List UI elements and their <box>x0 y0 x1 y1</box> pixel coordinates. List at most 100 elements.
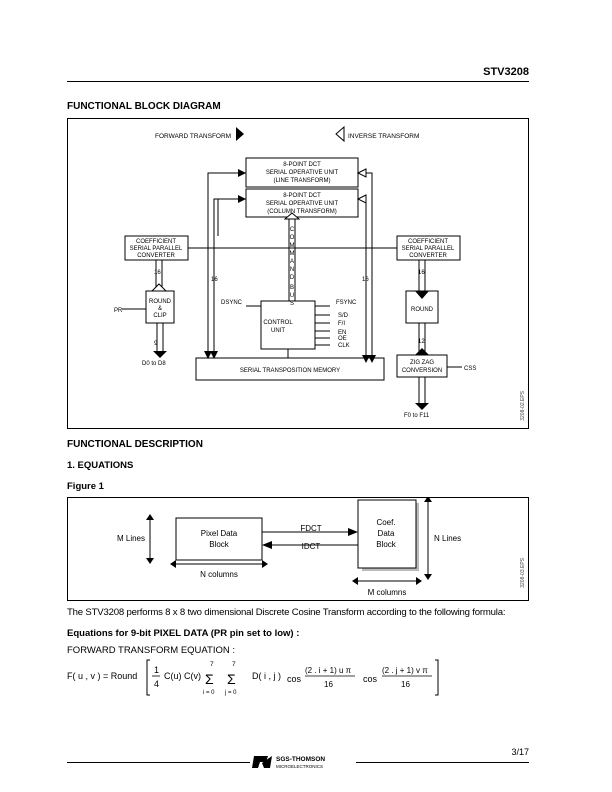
bus-width-label: 16 <box>418 270 425 276</box>
inverse-arrow-icon <box>335 125 345 143</box>
arrow-icon <box>415 348 429 355</box>
dsync-label: DSYNC <box>221 300 243 306</box>
part-number: STV3208 <box>483 66 529 78</box>
command-bus-letter: A <box>290 259 294 265</box>
coef-block-text: Block <box>376 540 397 549</box>
eq-sum-i: i = 0 <box>203 690 215 696</box>
forward-transform-label: FORWARD TRANSFORM <box>155 133 231 140</box>
arrow-icon <box>356 194 367 204</box>
round-clip-text: & <box>158 306 162 312</box>
eq-sigma: Σ <box>227 671 236 687</box>
round-clip-text: CLIP <box>153 313 166 319</box>
command-bus-letter: O <box>290 235 295 241</box>
bus-width-label: 16 <box>211 277 218 283</box>
arrow-icon <box>348 528 358 536</box>
coef-right-text: CONVERTER <box>409 253 447 259</box>
inverse-transform-label: INVERSE TRANSFORM <box>348 133 419 140</box>
ctrl-signal: OE <box>338 336 347 342</box>
eq-lhs: F( u , v ) = Round <box>67 671 137 681</box>
arrow-icon <box>146 558 154 564</box>
logo-text: SGS-THOMSON <box>276 756 325 763</box>
css-label: CSS <box>464 366 476 372</box>
forward-heading: FORWARD TRANSFORM EQUATION : <box>67 645 236 656</box>
eq-sum-top: 7 <box>210 661 214 668</box>
arrow-icon <box>424 574 432 580</box>
dct-column-box <box>245 188 359 218</box>
dct-line-text: (LINE TRANSFORM) <box>274 178 331 184</box>
bus-width-label: 12 <box>418 339 425 345</box>
n-columns-label: N columns <box>200 570 238 579</box>
fsync-label: FSYNC <box>336 300 357 306</box>
control-unit-text: UNIT <box>271 328 285 334</box>
pixel-block-text: Pixel Data <box>201 529 238 538</box>
figure-label: Figure 1 <box>67 481 104 492</box>
m-lines-label: M Lines <box>117 534 145 543</box>
memory-box <box>195 357 385 381</box>
figure-1: Pixel Data Block Coef. Data Block FDCT I… <box>117 498 461 597</box>
arrow-icon <box>170 560 176 568</box>
coef-block-text: Data <box>378 529 395 538</box>
command-bus-letter: M <box>290 251 295 257</box>
ctrl-signal: S/D <box>338 313 349 319</box>
arrow-icon <box>416 577 422 585</box>
dct-line-text: 8-POINT DCT <box>283 162 321 168</box>
pixel-block-text: Block <box>209 540 230 549</box>
command-bus-letter: N <box>290 267 294 273</box>
arrow-icon <box>362 355 370 363</box>
dct-column-text: (COLUMN TRANSFORM) <box>267 209 337 215</box>
ctrl-signal: CLK <box>338 343 350 349</box>
coef-left-text: COEFFICIENT <box>136 239 176 245</box>
pixel-block <box>175 517 263 561</box>
block-diagram: FORWARD TRANSFORM INVERSE TRANSFORM 8-PO… <box>114 125 476 419</box>
zigzag-text: ZIG ZAG <box>410 360 434 366</box>
bus-width-label: 9 <box>154 341 158 347</box>
idct-label: IDCT <box>302 542 321 551</box>
eq-frac-den: 4 <box>154 679 159 689</box>
eq-cos1-num: (2 . i + 1) u π <box>305 666 352 675</box>
dct-column-text: 8-POINT DCT <box>283 193 321 199</box>
arrow-icon <box>283 212 301 220</box>
block-diagram-title: FUNCTIONAL BLOCK DIAGRAM <box>67 101 221 112</box>
round-clip-text: ROUND <box>149 299 172 305</box>
footer-rule-left <box>67 762 250 763</box>
forward-equation: F( u , v ) = Round 1 4 C(u) C(v) 7 Σ i =… <box>67 659 439 696</box>
st-logo: SGS-THOMSON MICROELECTRONICS <box>252 754 352 770</box>
logo-subtext: MICROELECTRONICS <box>276 764 323 769</box>
command-bus-letter: C <box>290 227 295 233</box>
dct-column-text: SERIAL OPERATIVE UNIT <box>266 201 339 207</box>
arrow-icon <box>262 560 268 568</box>
arrow-icon <box>352 577 358 585</box>
block-diagram-code: 3208-02.EPS <box>520 391 526 421</box>
arrow-icon <box>368 355 376 363</box>
eq-sum-top: 7 <box>232 661 236 668</box>
arrow-icon <box>356 168 367 178</box>
command-bus-letter: B <box>290 285 294 291</box>
eq-cos1: cos <box>287 674 302 684</box>
arrow-icon <box>204 351 212 359</box>
page-number: 3/17 <box>511 747 529 757</box>
header-rule <box>67 81 529 82</box>
arrow-icon <box>424 498 432 502</box>
command-bus-letter: M <box>290 243 295 249</box>
bus-width-label: 16 <box>154 270 161 276</box>
d-output-label: D0 to D8 <box>142 361 166 367</box>
block-diagram-frame: FORWARD TRANSFORM INVERSE TRANSFORM 8-PO… <box>67 118 529 429</box>
coef-right-text: SERIAL PARALLEL <box>402 246 455 252</box>
command-bus-letter: S <box>290 301 294 307</box>
command-bus-letter: U <box>290 293 294 299</box>
command-bus-letter: D <box>290 275 295 281</box>
arrow-icon <box>153 351 167 358</box>
memory-text: SERIAL TRANSPOSITION MEMORY <box>240 368 340 374</box>
pr-label: PR <box>114 308 123 314</box>
figure-1-frame: Pixel Data Block Coef. Data Block FDCT I… <box>67 497 529 601</box>
equations-subtitle: 1. EQUATIONS <box>67 460 134 471</box>
arrow-icon <box>150 283 168 292</box>
coef-left-text: CONVERTER <box>137 253 175 259</box>
eq-sum-j: j = 0 <box>224 690 237 696</box>
st-logo-icon: SGS-THOMSON MICROELECTRONICS <box>252 756 325 769</box>
fdct-label: FDCT <box>300 524 321 533</box>
functional-description-title: FUNCTIONAL DESCRIPTION <box>67 439 203 450</box>
footer-rule-right <box>356 762 529 763</box>
eq-cos2: cos <box>363 674 378 684</box>
eq-cos1-den: 16 <box>324 680 333 689</box>
